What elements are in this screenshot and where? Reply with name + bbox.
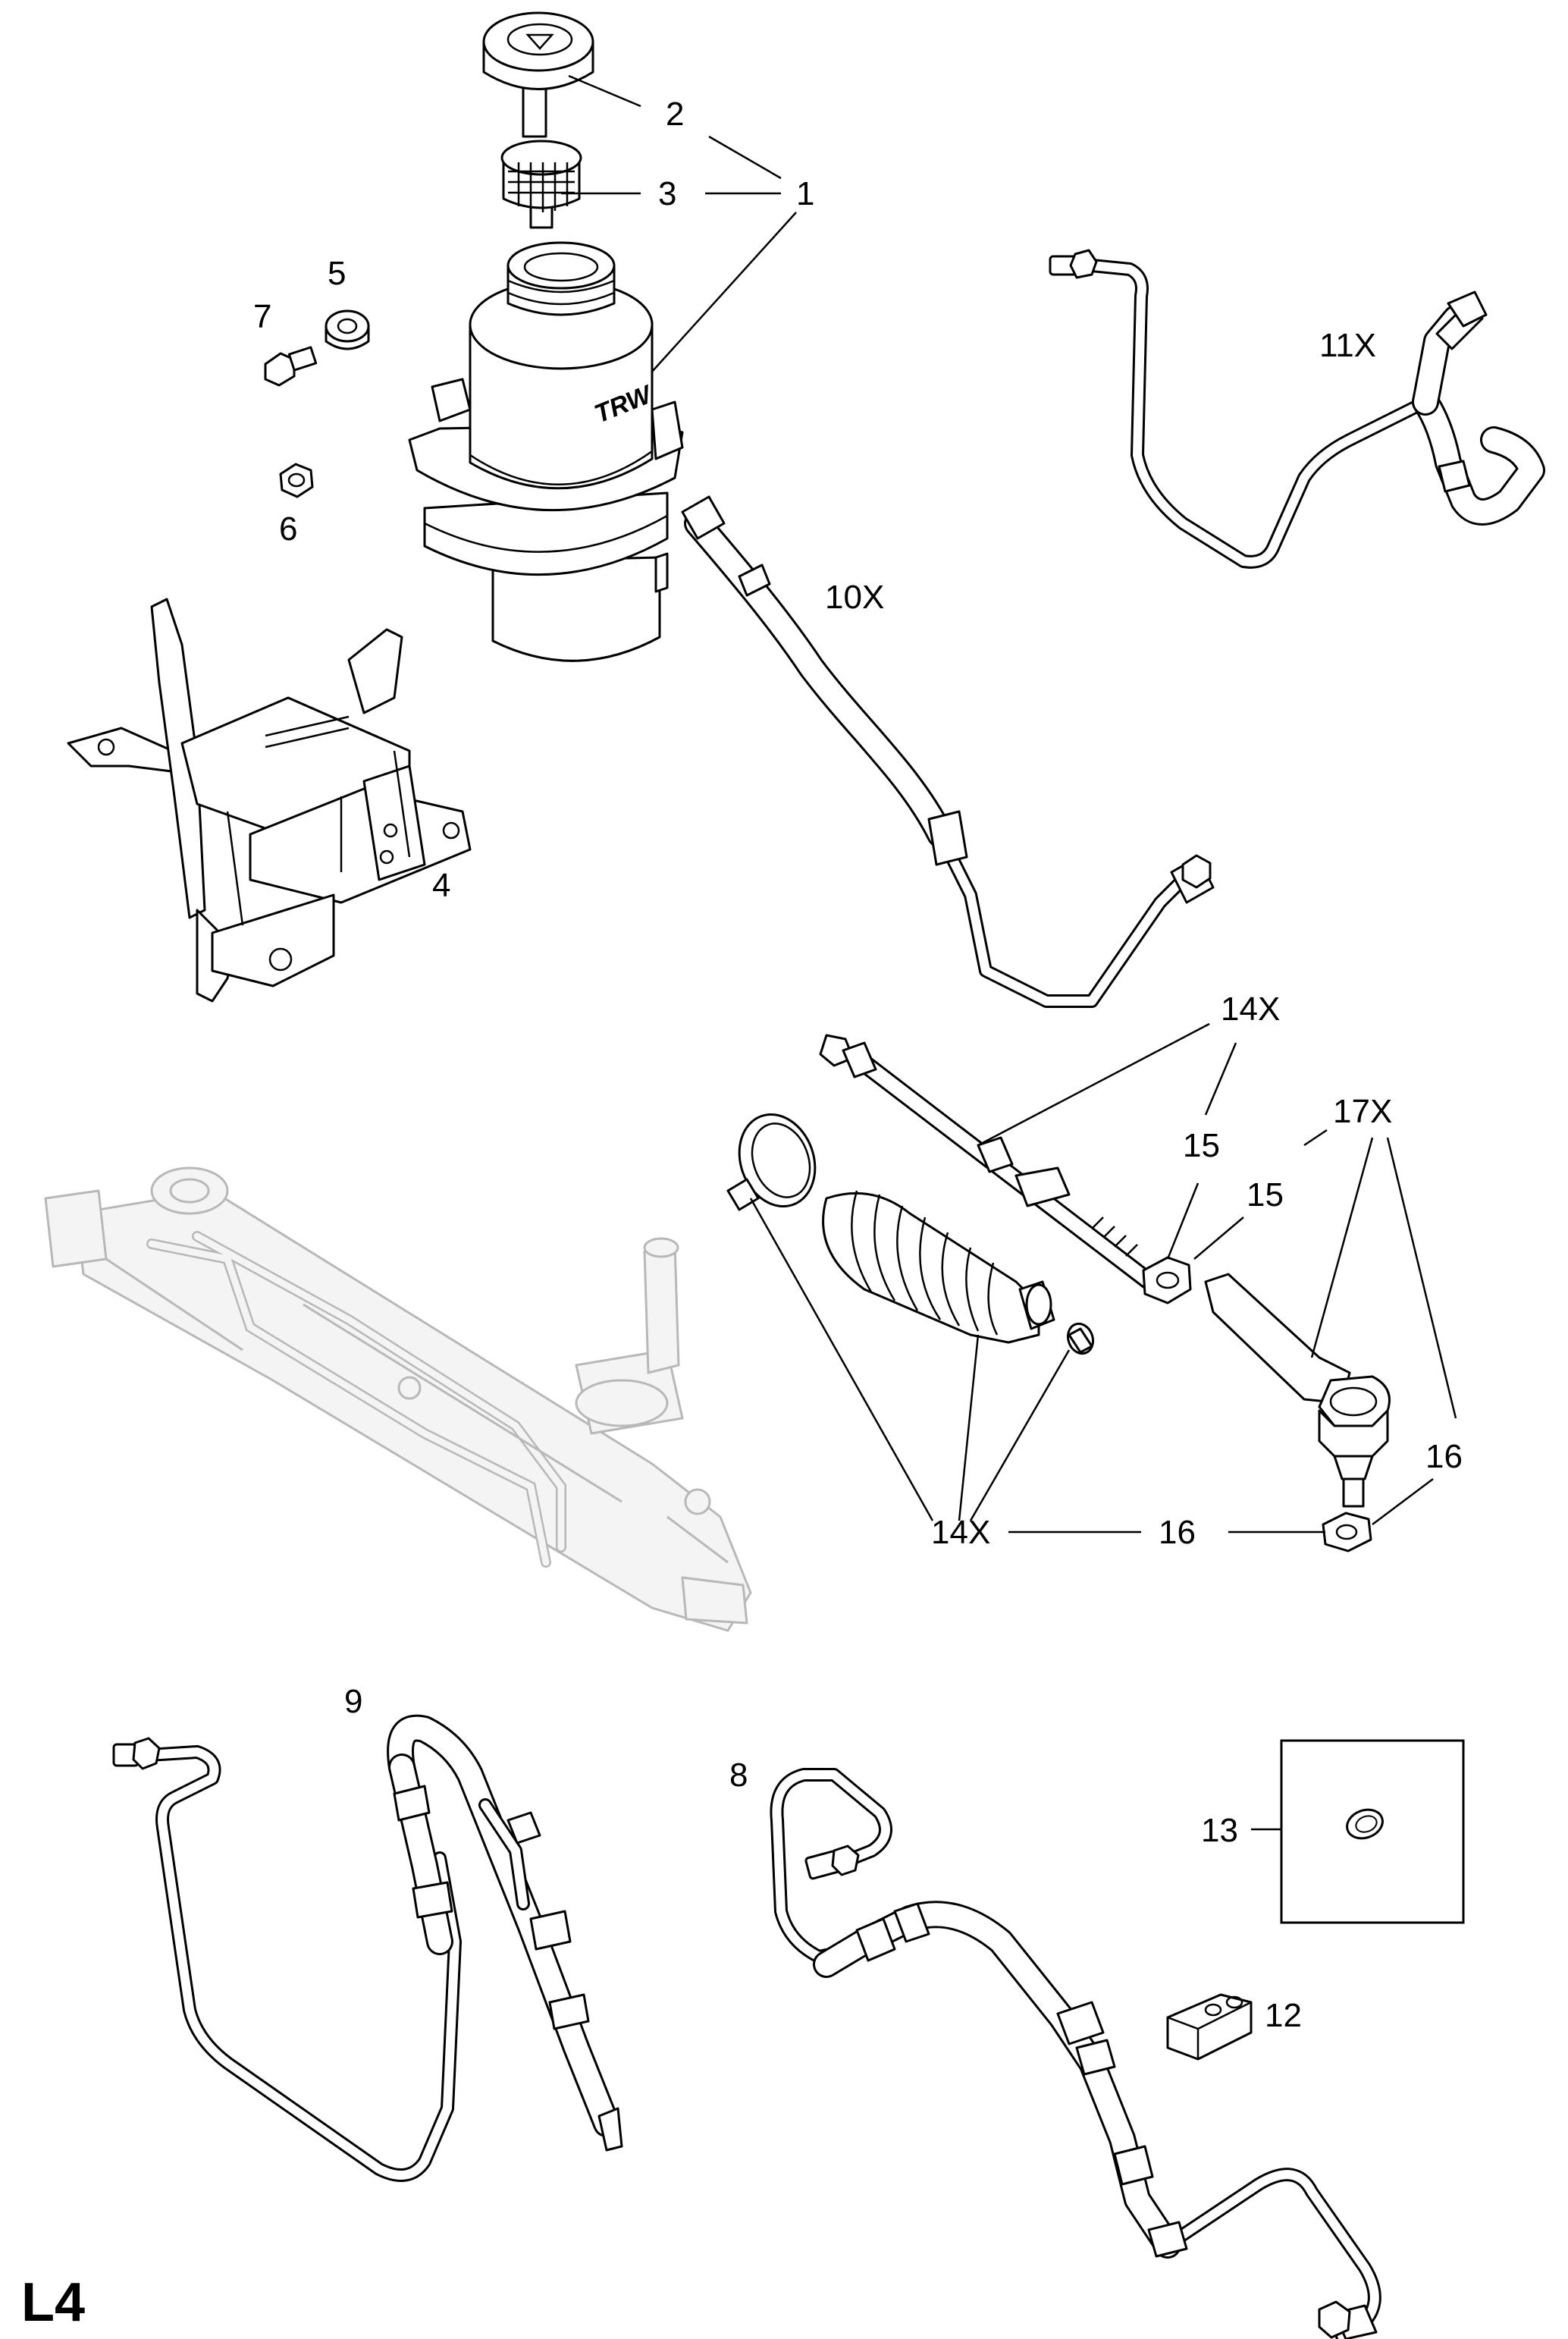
boot-clamp-14x bbox=[726, 1113, 817, 1211]
o-ring-kit-box bbox=[1280, 1739, 1465, 1924]
pipe-9 bbox=[112, 1714, 623, 2182]
reservoir-pump-assembly: TRW bbox=[408, 241, 684, 662]
callout-17x: 17X bbox=[1333, 1093, 1392, 1130]
stud-part-7 bbox=[264, 346, 318, 387]
tie-rod-end-17x bbox=[1204, 1273, 1391, 1508]
callout-14x-bottom: 14X bbox=[931, 1514, 990, 1551]
tie-rod-14x bbox=[819, 1034, 1154, 1289]
callout-12: 12 bbox=[1265, 1997, 1302, 2034]
callout-1: 1 bbox=[796, 175, 814, 212]
callout-4: 4 bbox=[432, 867, 450, 904]
small-clamp-14x bbox=[1066, 1322, 1095, 1355]
clip-part-12 bbox=[1166, 1993, 1253, 2061]
callout-16-right: 16 bbox=[1425, 1438, 1463, 1475]
callout-7: 7 bbox=[253, 298, 271, 335]
nut-part-15 bbox=[1142, 1256, 1192, 1305]
callout-15-right: 15 bbox=[1247, 1176, 1284, 1213]
callout-3: 3 bbox=[658, 175, 676, 212]
callout-5: 5 bbox=[328, 255, 346, 292]
steering-boot-14x bbox=[822, 1190, 1055, 1344]
hose-8 bbox=[770, 1768, 1381, 2339]
filter-strainer bbox=[500, 140, 582, 229]
hose-10x bbox=[681, 495, 1215, 1008]
page-code: L4 bbox=[21, 2272, 85, 2333]
hose-11x bbox=[1049, 249, 1545, 569]
reservoir-cap bbox=[482, 11, 594, 138]
callout-15-left: 15 bbox=[1183, 1127, 1220, 1164]
nut-part-16 bbox=[1322, 1512, 1372, 1553]
callout-6: 6 bbox=[279, 510, 297, 548]
nut-part-6 bbox=[279, 463, 314, 498]
callout-9: 9 bbox=[344, 1683, 362, 1720]
callout-2: 2 bbox=[666, 96, 684, 133]
callout-13: 13 bbox=[1201, 1812, 1238, 1849]
leader-lines bbox=[561, 74, 1457, 1831]
callout-14x-top: 14X bbox=[1221, 991, 1280, 1028]
callout-8: 8 bbox=[729, 1757, 748, 1794]
washer-part-5 bbox=[325, 309, 370, 350]
callout-11x: 11X bbox=[1319, 327, 1376, 364]
callout-16-bottom: 16 bbox=[1159, 1514, 1196, 1551]
callout-10x: 10X bbox=[825, 579, 884, 616]
mounting-bracket bbox=[67, 598, 472, 1003]
steering-rack-background bbox=[44, 1166, 752, 1632]
